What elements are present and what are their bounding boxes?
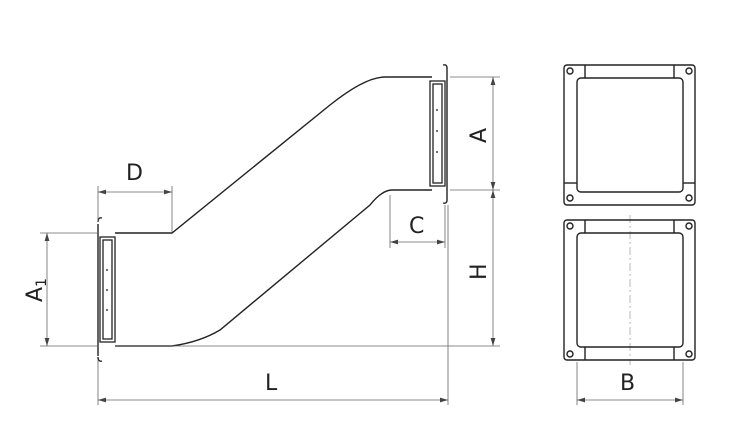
top-frame <box>563 64 696 206</box>
label-h: H <box>467 263 492 280</box>
duct-end-view <box>563 64 696 365</box>
dimension-labels: D C A H A1 L B <box>23 128 635 396</box>
dimension-lines <box>40 76 684 405</box>
label-c: C <box>409 214 424 239</box>
label-b: B <box>620 371 635 396</box>
label-a1: A1 <box>23 278 50 302</box>
label-a: A <box>467 128 492 143</box>
label-l: L <box>265 371 278 396</box>
bottom-frame <box>563 219 696 361</box>
label-d: D <box>126 161 143 186</box>
duct-side-view <box>97 64 448 362</box>
